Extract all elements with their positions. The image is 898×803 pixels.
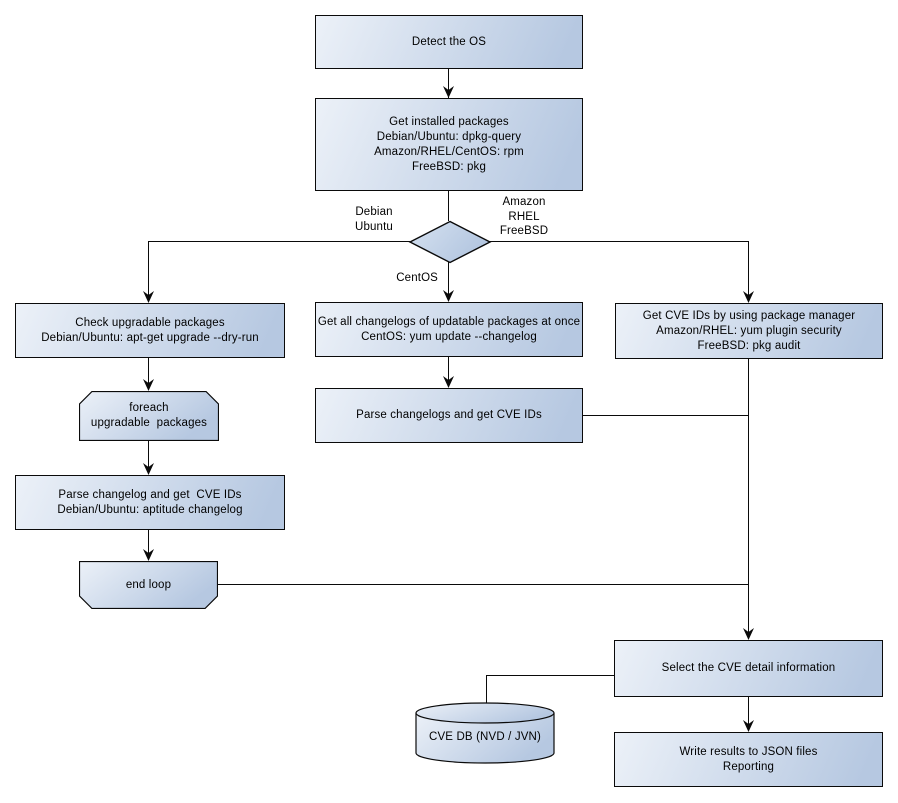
connector-cvedb-horizontal: [486, 675, 614, 676]
arrowhead-down-icon: [143, 463, 154, 475]
loop-start-icon: [79, 391, 219, 441]
loop-end-icon: [79, 561, 218, 609]
edge-label-amazon-rhel-freebsd: Amazon RHEL FreeBSD: [499, 196, 549, 237]
node-check-upgradable: Check upgradable packages Debian/Ubuntu:…: [15, 303, 285, 358]
node-detect-os-text: Detect the OS: [411, 35, 487, 48]
node-os-decision-diamond: [408, 220, 492, 264]
arrowhead-down-icon: [143, 379, 154, 391]
arrowhead-down-icon: [743, 291, 754, 303]
connector-installed-to-decision: [448, 191, 449, 221]
arrowhead-down-icon: [743, 720, 754, 732]
node-write-results: Write results to JSON files Reporting: [614, 732, 883, 787]
connector-detect-to-installed: [448, 69, 449, 98]
node-parse-changelog-debian: Parse changelog and get CVE IDs Debian/U…: [15, 475, 285, 530]
arrowhead-down-icon: [443, 376, 454, 388]
node-foreach-loop-start-text: foreach upgradable packages: [90, 402, 208, 429]
connector-changelogs-to-parse-mid: [448, 357, 449, 381]
connector-endloop-to-merge: [218, 584, 749, 585]
arrowhead-down-icon: [443, 86, 454, 98]
arrowhead-down-icon: [143, 291, 154, 303]
node-detect-os: Detect the OS: [315, 15, 583, 69]
connector-parse-mid-to-merge: [583, 415, 749, 416]
node-select-cve-detail: Select the CVE detail information: [614, 640, 883, 697]
node-cve-db-text: CVE DB (NVD / JVN): [429, 730, 541, 743]
node-write-results-text: Write results to JSON files Reporting: [679, 745, 818, 773]
edge-label-debian-ubuntu: Debian Ubuntu: [355, 206, 393, 233]
node-end-loop: end loop: [79, 561, 218, 609]
connector-parse-to-endloop: [148, 530, 149, 554]
arrowhead-down-icon: [443, 290, 454, 302]
arrowhead-down-icon: [743, 628, 754, 640]
node-get-installed-packages: Get installed packages Debian/Ubuntu: dp…: [315, 98, 583, 191]
node-get-all-changelogs-text: Get all changelogs of updatable packages…: [317, 315, 581, 343]
arrowhead-down-icon: [143, 549, 154, 561]
connector-decision-centos-down: [448, 262, 449, 294]
node-check-upgradable-text: Check upgradable packages Debian/Ubuntu:…: [41, 316, 259, 344]
connector-check-to-foreach: [148, 358, 149, 384]
connector-left-branch-down: [148, 241, 149, 295]
connector-decision-left-branch: [149, 241, 410, 242]
connector-select-to-write: [748, 697, 749, 725]
connector-decision-right-branch: [489, 241, 749, 242]
edge-label-centos: CentOS: [396, 272, 438, 284]
node-parse-changelogs-centos-text: Parse changelogs and get CVE IDs: [356, 409, 542, 421]
connector-merge-to-select: [748, 359, 749, 633]
node-get-cve-ids-pkg-manager-text: Get CVE IDs by using package manager Ama…: [642, 309, 856, 352]
diamond-icon: [408, 220, 492, 264]
node-get-all-changelogs: Get all changelogs of updatable packages…: [315, 302, 583, 357]
node-foreach-loop-start: foreach upgradable packages: [79, 391, 219, 441]
node-parse-changelog-debian-text: Parse changelog and get CVE IDs Debian/U…: [57, 488, 243, 516]
node-end-loop-text: end loop: [125, 578, 172, 591]
node-get-installed-packages-text: Get installed packages Debian/Ubuntu: dp…: [374, 115, 524, 173]
connector-cvedb-vertical: [486, 675, 487, 703]
connector-foreach-to-parse: [148, 441, 149, 468]
node-get-cve-ids-pkg-manager: Get CVE IDs by using package manager Ama…: [615, 303, 883, 359]
connector-right-branch-down: [748, 241, 749, 295]
node-parse-changelogs-centos: Parse changelogs and get CVE IDs: [315, 388, 583, 443]
database-cylinder-icon: [415, 702, 555, 764]
node-cve-db-cylinder: CVE DB (NVD / JVN): [415, 702, 555, 764]
node-select-cve-detail-text: Select the CVE detail information: [661, 662, 836, 674]
